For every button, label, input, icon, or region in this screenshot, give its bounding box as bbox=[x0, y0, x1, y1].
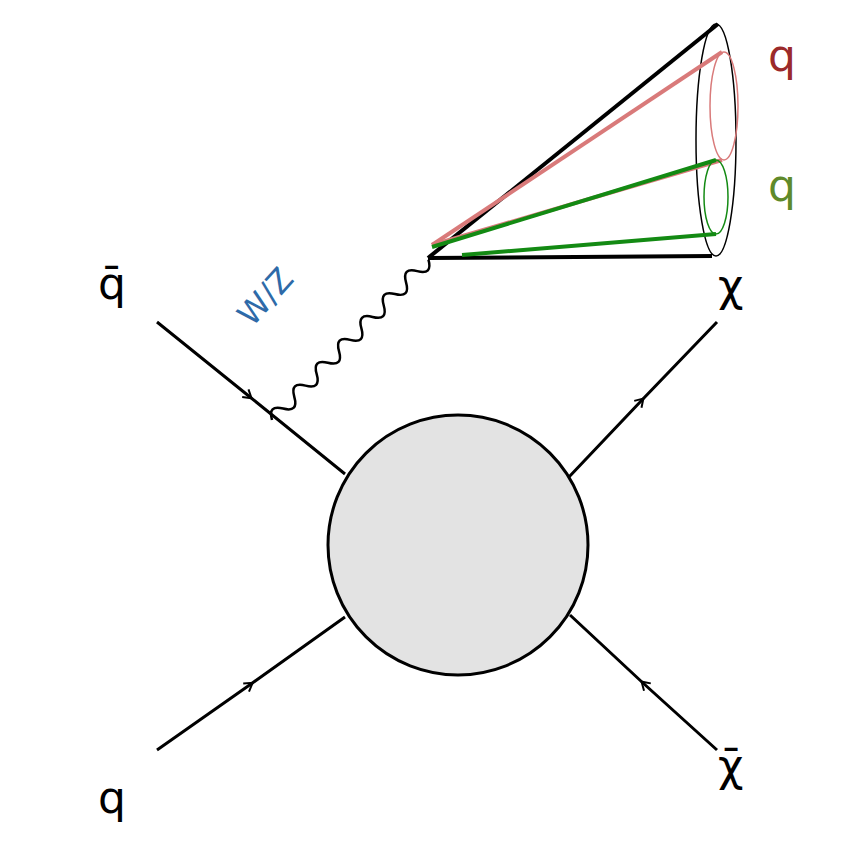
quark-label: q bbox=[768, 34, 796, 78]
quark-subjet bbox=[462, 234, 716, 255]
jet-cone-rim bbox=[696, 24, 736, 256]
particle-label: χ̄ bbox=[718, 744, 743, 788]
quark-subjet bbox=[432, 160, 716, 247]
quark-label: q bbox=[98, 776, 126, 820]
fermion-line bbox=[157, 617, 345, 750]
interaction-blob bbox=[328, 415, 588, 675]
quark-label: q bbox=[768, 164, 796, 208]
jet-cone-edge bbox=[428, 256, 712, 258]
subjet-rim bbox=[710, 52, 738, 160]
fermion-line bbox=[570, 615, 717, 750]
antiquark-label: q̄ bbox=[98, 262, 126, 306]
subjet-rim bbox=[704, 160, 728, 234]
particle-label: χ bbox=[718, 264, 743, 308]
fermion-line bbox=[157, 322, 345, 474]
boson-label: W/Z bbox=[232, 262, 299, 331]
quark-subjet bbox=[432, 52, 722, 245]
fermion-line bbox=[568, 322, 717, 478]
jet-cone-edge bbox=[428, 24, 718, 258]
